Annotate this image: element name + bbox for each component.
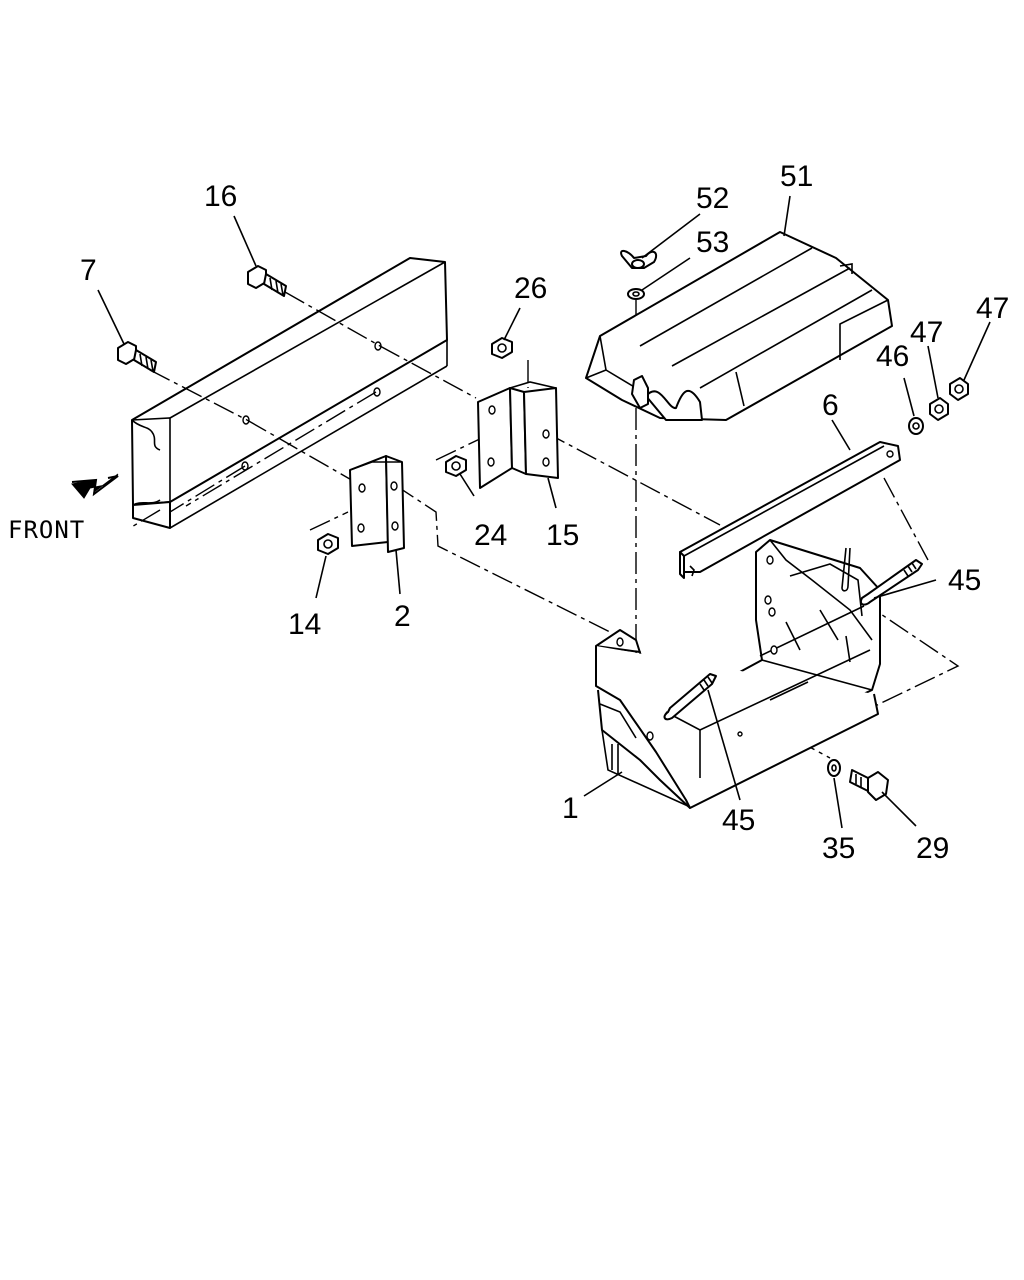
callout-51: 51 — [780, 160, 813, 193]
callout-47-inner: 47 — [910, 316, 943, 349]
callout-labels: 16 7 26 24 15 14 2 51 52 53 6 46 47 47 4… — [80, 160, 1009, 865]
callout-6: 6 — [822, 389, 839, 422]
nut-47-outer — [949, 377, 969, 401]
bracket-15 — [477, 381, 559, 489]
washer-53 — [627, 288, 645, 300]
j-bolt-hook-45 — [841, 547, 851, 592]
j-bolt-45-front — [663, 673, 717, 721]
leader-lines — [97, 195, 991, 829]
wing-nut-52 — [620, 250, 658, 269]
callout-14: 14 — [288, 608, 321, 641]
callout-24: 24 — [474, 519, 507, 552]
j-bolt-45-rear — [860, 559, 923, 606]
callout-26: 26 — [514, 272, 547, 305]
callout-53: 53 — [696, 226, 729, 259]
callout-29: 29 — [916, 832, 949, 865]
nut-14 — [317, 533, 339, 555]
callout-45-rear: 45 — [948, 564, 981, 597]
front-label: FRONT — [8, 516, 85, 544]
battery-cover-51 — [585, 231, 893, 421]
callout-16: 16 — [204, 180, 237, 213]
assembly-centerlines — [129, 291, 960, 759]
callout-35: 35 — [822, 832, 855, 865]
callout-45-front: 45 — [722, 804, 755, 837]
callout-47-outer: 47 — [976, 292, 1009, 325]
bolt-29 — [849, 769, 889, 801]
callout-2: 2 — [394, 600, 411, 633]
washer-46 — [908, 417, 924, 435]
bolt-16 — [247, 265, 287, 297]
callout-46: 46 — [876, 340, 909, 373]
callout-52: 52 — [696, 182, 729, 215]
callout-1: 1 — [562, 792, 579, 825]
bolt-7 — [117, 341, 157, 373]
callout-7: 7 — [80, 254, 97, 287]
nut-26 — [491, 337, 513, 359]
callout-15: 15 — [546, 519, 579, 552]
nut-24 — [445, 455, 467, 477]
washer-35 — [827, 759, 841, 777]
nut-47-inner — [929, 397, 949, 421]
bracket-2 — [349, 455, 405, 553]
front-arrow-icon — [71, 473, 119, 499]
hold-down-bar-6 — [679, 441, 901, 579]
